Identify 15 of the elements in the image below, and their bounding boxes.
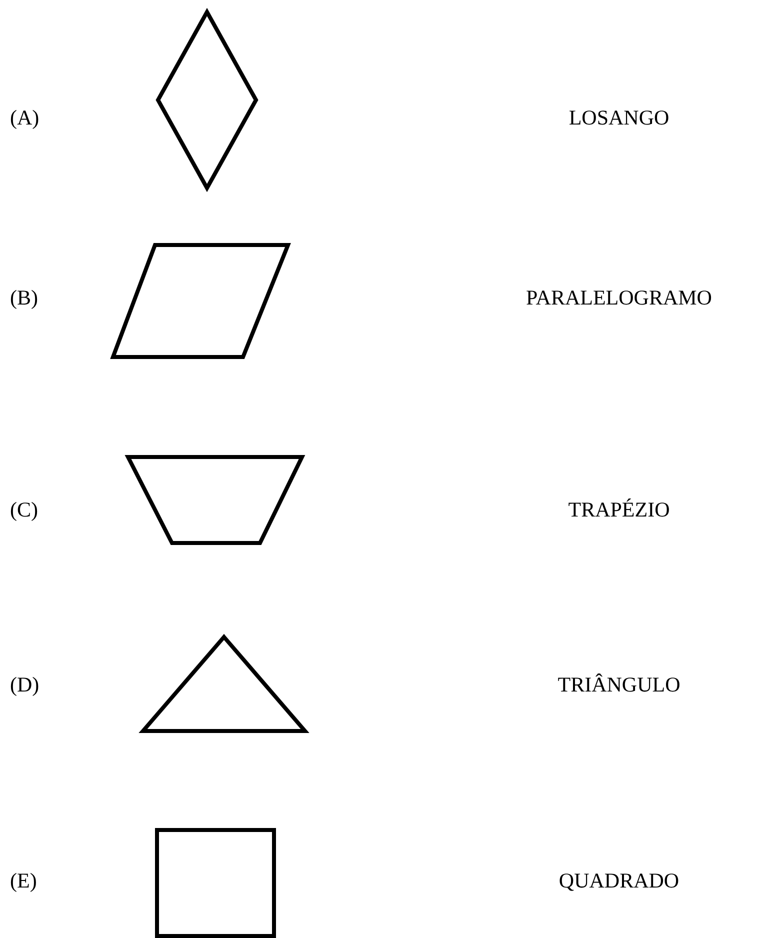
- shape-name: PARALELOGRAMO: [526, 286, 712, 310]
- option-letter: (C): [10, 498, 38, 522]
- trapezoid-shape: [124, 455, 306, 545]
- shape-name: TRAPÉZIO: [568, 498, 670, 522]
- option-letter: (A): [10, 106, 40, 130]
- parallelogram-shape: [110, 243, 291, 359]
- shape-name: TRIÂNGULO: [558, 672, 680, 698]
- option-letter: (E): [10, 868, 37, 894]
- option-letter: (B): [10, 286, 38, 310]
- triangle-shape: [138, 634, 310, 733]
- rhombus-shape: [156, 8, 258, 192]
- square-shape: [155, 828, 276, 938]
- shape-name: LOSANGO: [568, 106, 670, 130]
- shape-name: QUADRADO: [558, 868, 680, 894]
- option-letter: (D): [10, 672, 40, 698]
